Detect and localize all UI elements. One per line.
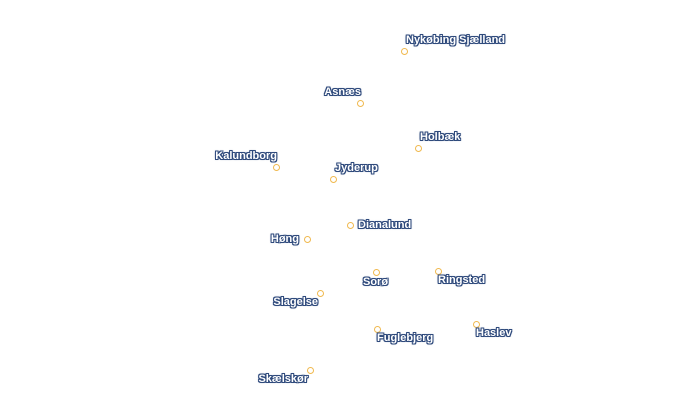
town-marker-icon[interactable]: [272, 163, 280, 171]
town-marker-icon[interactable]: [373, 325, 381, 333]
place-label: Haslev: [476, 327, 512, 339]
place-label: Kalundborg: [215, 150, 277, 162]
place-label: Høng: [270, 233, 299, 245]
town-marker-icon[interactable]: [316, 289, 324, 297]
place-label: Holbæk: [420, 131, 461, 143]
place-label: Ringsted: [438, 274, 486, 286]
town-marker-icon[interactable]: [434, 267, 442, 275]
town-marker-icon[interactable]: [414, 144, 422, 152]
place-label: Sorø: [363, 276, 389, 288]
place-label: Asnæs: [324, 86, 361, 98]
place-label: Fuglebjerg: [377, 332, 434, 344]
place-label: Skælskør: [258, 373, 308, 385]
town-marker-icon[interactable]: [303, 235, 311, 243]
place-label: Nykøbing Sjælland: [406, 34, 506, 46]
town-marker-icon[interactable]: [400, 47, 408, 55]
place-label: Jyderup: [335, 162, 378, 174]
town-marker-icon[interactable]: [306, 366, 314, 374]
town-marker-icon[interactable]: [329, 175, 337, 183]
place-label: Dianalund: [358, 219, 412, 231]
place-label: Slagelse: [273, 296, 318, 308]
town-marker-icon[interactable]: [372, 268, 380, 276]
town-marker-icon[interactable]: [472, 320, 480, 328]
town-marker-icon[interactable]: [356, 99, 364, 107]
town-marker-icon[interactable]: [346, 221, 354, 229]
